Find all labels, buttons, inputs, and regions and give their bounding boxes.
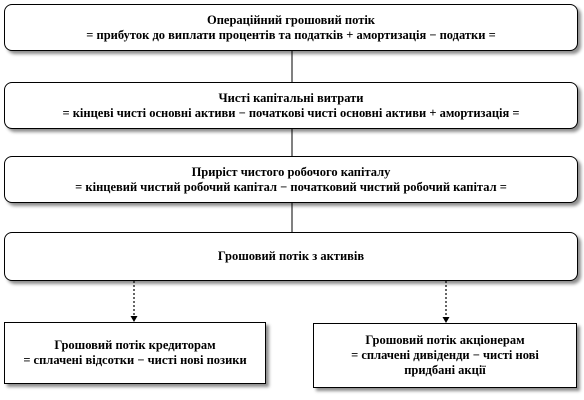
net-capex-formula: = кінцеві чисті основні активи − початко… — [62, 105, 520, 120]
arrowhead-creditors — [130, 316, 138, 322]
net-capex-title: Чисті капітальні витрати — [218, 90, 364, 105]
creditors-cash-flow-title: Грошовий потік кредиторам — [54, 338, 216, 352]
creditors-cash-flow-formula: = сплачені відсотки − чисті нові позики — [23, 353, 247, 367]
operating-cash-flow-title: Операційний грошовий потік — [206, 12, 376, 27]
creditors-cash-flow-box: Грошовий потік кредиторам = сплачені від… — [4, 322, 266, 384]
nwc-change-title: Приріст чистого робочого капіталу — [191, 164, 391, 179]
assets-cash-flow-box: Грошовий потік з активів — [4, 232, 578, 281]
shareholders-cash-flow-box: Грошовий потік акціонерам = сплачені див… — [313, 323, 577, 388]
arrowhead-shareholders — [442, 317, 450, 323]
shareholders-cash-flow-formula: = сплачені дивіденди − чисті нові придба… — [351, 348, 539, 377]
operating-cash-flow-formula: = прибуток до виплати процентів та подат… — [86, 27, 496, 42]
net-capex-box: Чисті капітальні витрати = кінцеві чисті… — [4, 82, 578, 129]
shareholders-cash-flow-title: Грошовий потік акціонерам — [365, 333, 525, 347]
operating-cash-flow-box: Операційний грошовий потік = прибуток до… — [4, 4, 578, 51]
nwc-change-formula: = кінцевий чистий робочий капітал − поча… — [75, 179, 507, 194]
assets-cash-flow-title: Грошовий потік з активів — [217, 249, 365, 263]
nwc-change-box: Приріст чистого робочого капіталу = кінц… — [4, 156, 578, 203]
